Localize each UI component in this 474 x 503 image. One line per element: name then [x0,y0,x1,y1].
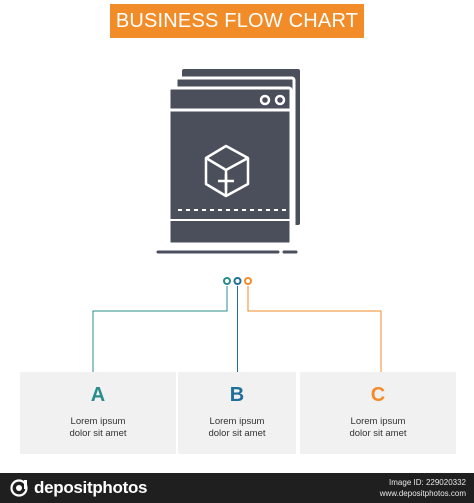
step-card-a: A Lorem ipsum dolor sit amet [20,372,176,454]
browser-window-box-icon [156,69,300,254]
step-text-b-line2: dolor sit amet [208,428,266,439]
footer-site: www.depositphotos.com [379,489,466,498]
step-card-c: C Lorem ipsum dolor sit amet [300,372,456,454]
step-text-b-line1: Lorem ipsum [209,416,265,427]
step-card-b: B Lorem ipsum dolor sit amet [178,372,296,454]
step-text-a-line1: Lorem ipsum [70,416,126,427]
step-text-c: Lorem ipsum dolor sit amet [300,416,456,440]
step-text-a: Lorem ipsum dolor sit amet [20,416,176,440]
step-letter-a: A [90,384,106,406]
step-letter-c: C [370,384,386,406]
step-text-c-line2: dolor sit amet [349,428,407,439]
depositphotos-logo-icon [10,479,28,497]
footer-image-id: Image ID: 229020332 [389,478,466,487]
footer-meta: Image ID: 229020332 www.depositphotos.co… [380,477,466,499]
chart-title: BUSINESS FLOW CHART [115,9,359,32]
step-text-b: Lorem ipsum dolor sit amet [178,416,296,440]
step-letter-b: B [229,384,245,406]
step-text-c-line1: Lorem ipsum [350,416,406,427]
footer-brand: depositphotos [34,478,148,497]
step-text-a-line2: dolor sit amet [69,428,127,439]
node-dot-c [244,277,252,285]
node-dot-a [223,277,231,285]
node-dot-b [233,277,242,285]
footer-bar: depositphotos Image ID: 229020332 www.de… [0,473,474,503]
title-banner: BUSINESS FLOW CHART [110,4,364,38]
